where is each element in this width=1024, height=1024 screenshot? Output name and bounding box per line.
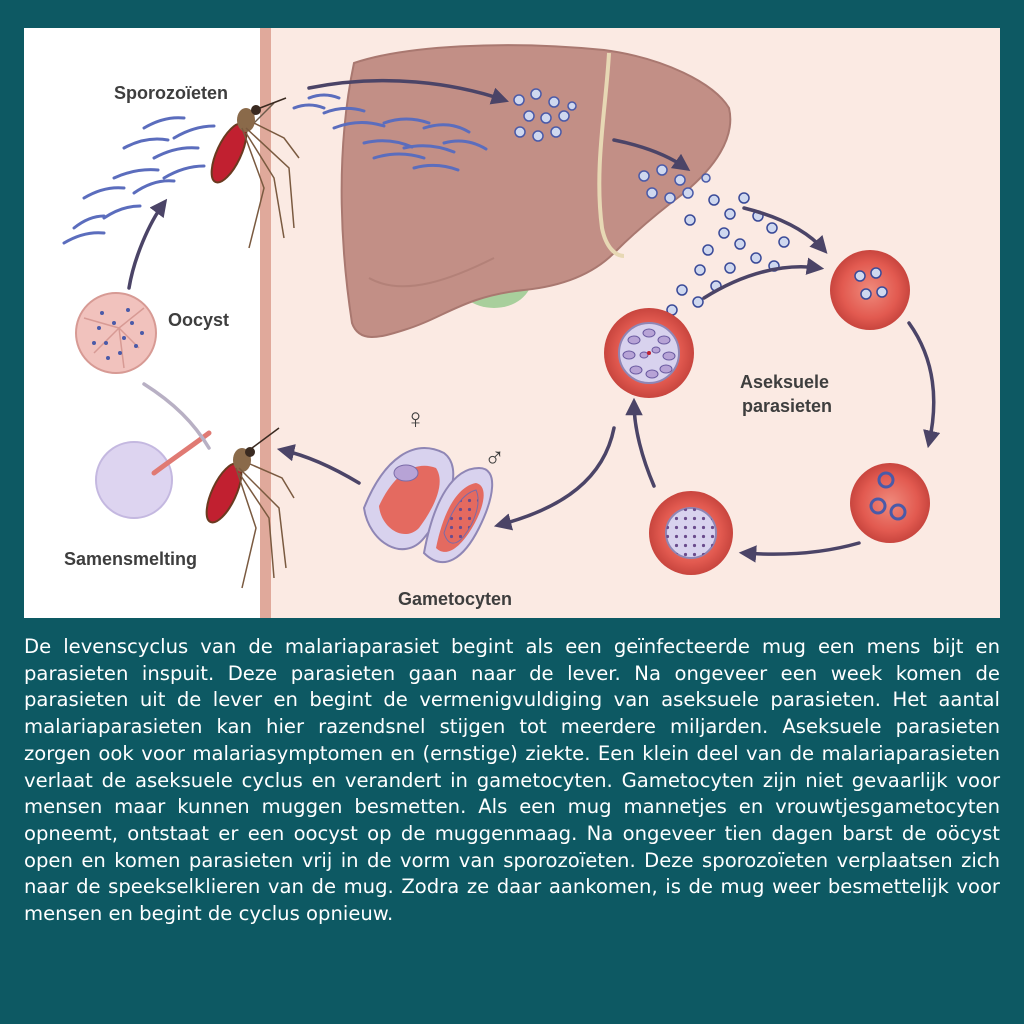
male-gametocyte: [422, 466, 494, 564]
skin-divider: [260, 28, 271, 618]
arrow-liver-to-blood: [612, 138, 691, 172]
life-cycle-diagram: Sporozoïeten Oocyst Samensmelting Gameto…: [24, 28, 1000, 618]
arrow-to-gametocytes: [493, 426, 616, 531]
mosquito-lower: [205, 427, 295, 589]
arrow-fusion-to-oocyst: [142, 382, 211, 450]
liver-parasites: [513, 88, 711, 204]
arrow-rbc-to-troph: [907, 321, 941, 449]
rbc-schizont-early: [649, 491, 733, 575]
rbc-ring: [830, 250, 910, 330]
male-symbol: ♂: [484, 441, 505, 472]
arrow-merozoite-1: [742, 206, 828, 254]
label-fusion: Samensmelting: [64, 549, 198, 569]
rbc-schizont-mature: [604, 308, 694, 398]
rbc-trophozoite: [850, 463, 930, 543]
arrow-oocyst-to-sporozoites: [127, 198, 168, 290]
label-asexual-2: parasieten: [742, 396, 833, 416]
oocyst-cell: [75, 292, 157, 374]
liver-ligament: [597, 52, 625, 258]
label-sporozoites: Sporozoïeten: [114, 83, 229, 103]
arrow-troph-to-schizont: [738, 541, 861, 563]
label-gametocytes: Gametocyten: [398, 589, 513, 609]
arrow-bite-to-liver: [307, 78, 509, 105]
arrow-gametocytes-to-mosquito: [276, 444, 361, 485]
label-oocyst: Oocyst: [168, 310, 230, 330]
female-symbol: ♀: [405, 403, 426, 434]
caption-text: De levenscyclus van de malariaparasiet b…: [24, 635, 1000, 926]
arrow-merozoite-2: [702, 257, 825, 300]
sporozoite-worms: [62, 93, 488, 245]
cycle-arrows: [127, 78, 941, 563]
arrow-schizont-to-mature: [625, 397, 656, 488]
mosquito-upper: [210, 97, 300, 249]
liver-shade: [368, 257, 495, 288]
label-asexual-1: Aseksuele: [740, 372, 830, 392]
